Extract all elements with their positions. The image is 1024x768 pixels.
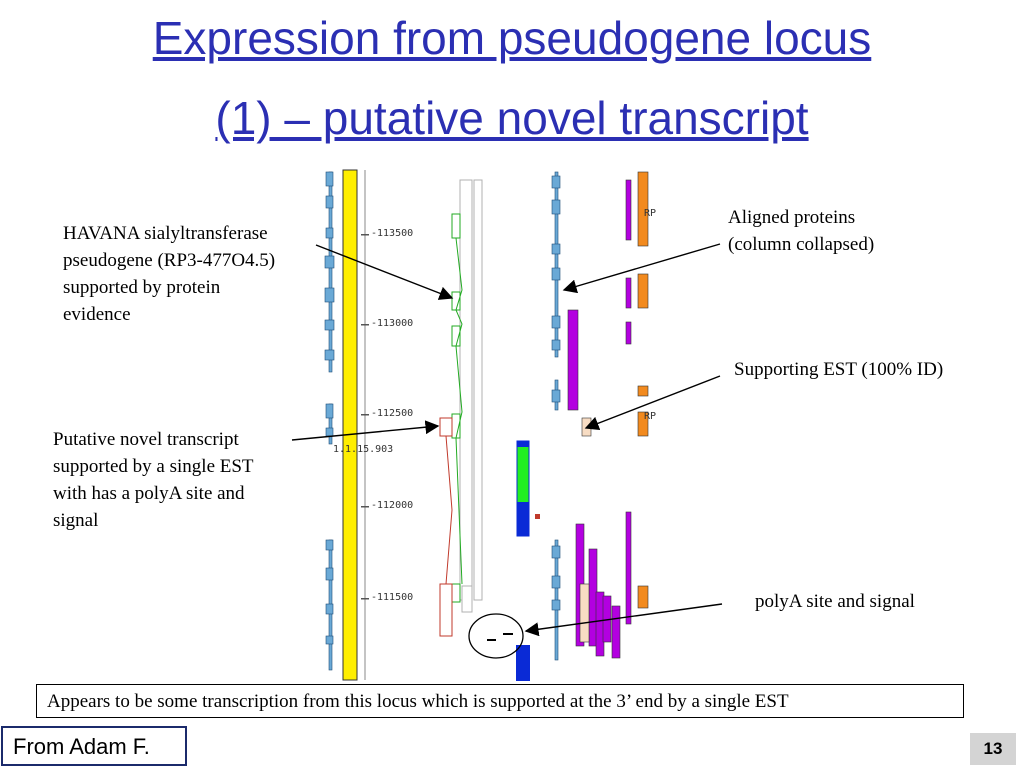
tick-label: -113500 — [371, 228, 414, 239]
annotation-line: Putative novel transcript — [53, 429, 239, 450]
supporting-est-annotation: Supporting EST (100% ID) — [734, 356, 943, 383]
clone-label: 1.1.15.903 — [333, 444, 394, 455]
annotation-line: (column collapsed) — [728, 234, 875, 255]
annotation-line: supported by a single EST — [53, 456, 254, 477]
annotation-line: Aligned proteins — [728, 207, 856, 228]
tick-label: -112500 — [371, 408, 414, 419]
rp-label: RP — [644, 411, 657, 422]
annotation-line: signal — [53, 510, 99, 531]
tick-label: -113000 — [371, 318, 414, 329]
tick-label: -111500 — [371, 592, 414, 603]
annotation-line: polyA site and signal — [755, 591, 915, 612]
tick-label: -112000 — [371, 500, 414, 511]
page-number: 13 — [970, 733, 1016, 765]
polya-circle — [468, 613, 524, 659]
slide-title-line2: (1) – putative novel transcript — [215, 92, 809, 144]
slide-title-line1: Expression from pseudogene locus — [152, 12, 872, 64]
left-gene-track — [324, 171, 335, 671]
putative-transcript-annotation: Putative novel transcript supported by a… — [53, 426, 254, 534]
transcript-models — [439, 179, 483, 637]
yellow-contig-track — [342, 169, 358, 681]
havana-annotation: HAVANA sialyltransferase pseudogene (RP3… — [63, 220, 275, 328]
aligned-proteins-annotation: Aligned proteins (column collapsed) — [728, 204, 874, 258]
summary-note: Appears to be some transcription from th… — [36, 684, 964, 718]
rp-label: RP — [644, 208, 657, 219]
ruler-ticks — [361, 234, 369, 600]
source-label: From Adam F. — [1, 726, 187, 766]
annotation-line: with has a polyA site and — [53, 483, 245, 504]
annotation-arrows — [291, 243, 723, 637]
polya-annotation: polyA site and signal — [755, 588, 915, 615]
annotation-line: evidence — [63, 304, 131, 325]
annotation-line: pseudogene (RP3-477O4.5) — [63, 250, 276, 271]
annotation-line: supported by protein — [63, 277, 221, 298]
annotation-line: Supporting EST (100% ID) — [734, 359, 944, 380]
right-gene-track — [551, 171, 561, 661]
annotation-line: HAVANA sialyltransferase — [63, 223, 268, 244]
orange-blocks — [637, 171, 649, 609]
